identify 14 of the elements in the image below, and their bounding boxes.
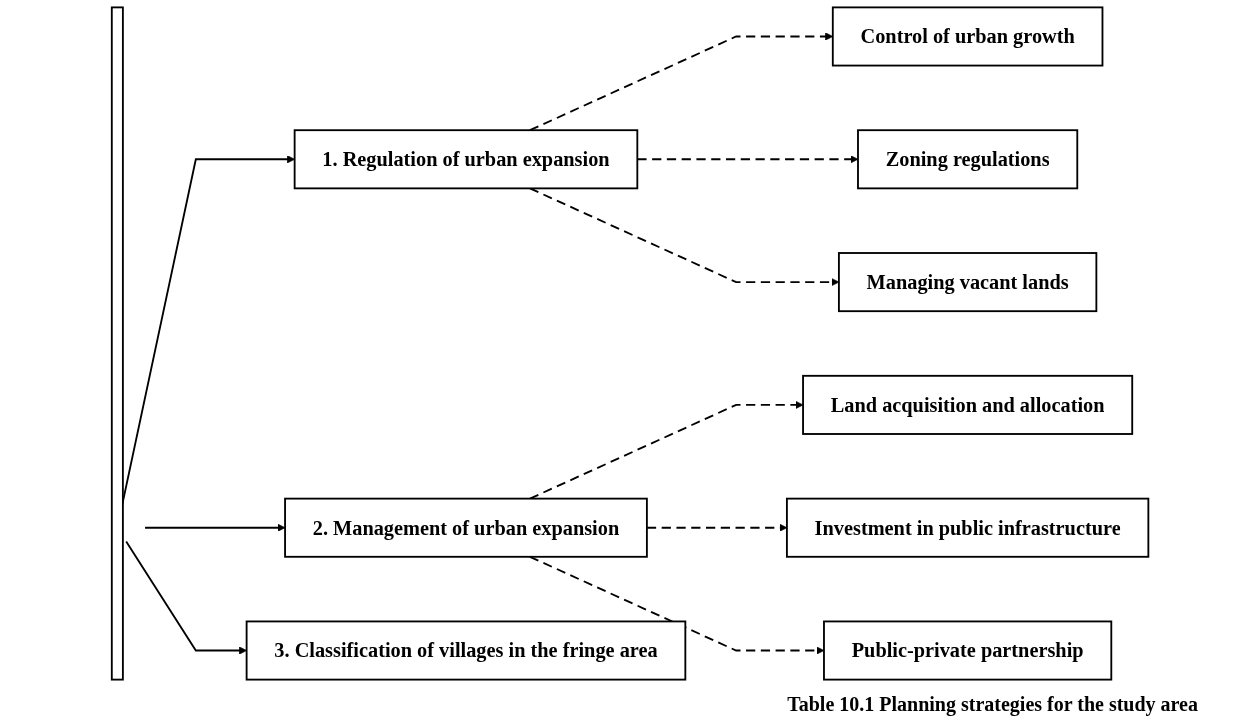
node-box: Managing vacant lands — [837, 252, 1098, 313]
arrow — [144, 523, 286, 532]
caption: Table 10.1 Planning strategies for the study area — [787, 693, 1198, 716]
node-box: 3. Classification of villages in the fringe area — [245, 620, 687, 681]
arrow — [125, 540, 247, 655]
node-box: Public-private partnership — [823, 620, 1113, 681]
node-bar — [110, 6, 124, 681]
node-box: Investment in public infrastructure — [786, 497, 1150, 558]
arrow — [529, 400, 804, 500]
node-box: 2. Management of urban expansion — [284, 497, 648, 558]
node-box: Land acquisition and allocation — [802, 374, 1134, 435]
node-box: Control of urban growth — [831, 6, 1104, 67]
node-box: Zoning regulations — [857, 129, 1079, 190]
node-box: 1. Regulation of urban expansion — [293, 129, 639, 190]
